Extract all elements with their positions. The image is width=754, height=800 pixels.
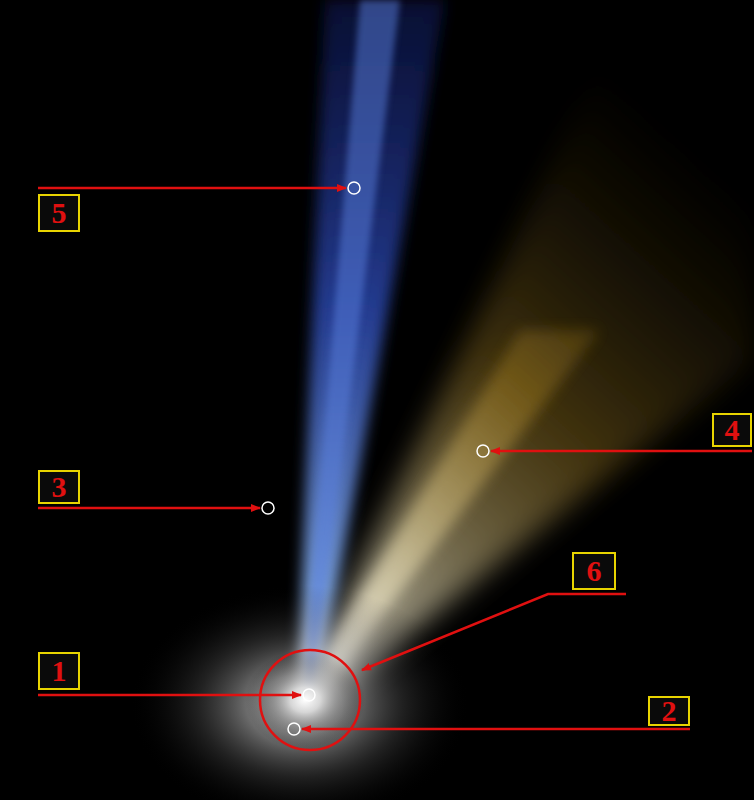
leader-line [362,594,626,670]
callout-number: 5 [52,198,67,228]
callout-box: 6 [572,552,616,590]
callout-box: 5 [38,194,80,232]
callout-number: 2 [662,696,677,726]
point-marker [477,445,489,457]
leader-line [38,187,346,190]
leader-line [302,728,690,731]
callout-box: 1 [38,652,80,690]
region-circle [260,650,360,750]
point-marker [262,502,274,514]
leader-line [491,450,752,453]
callout-number: 6 [587,556,602,586]
leader-line [38,507,260,510]
point-marker [348,182,360,194]
callout-number: 1 [52,656,67,686]
callout-number: 3 [52,472,67,502]
point-marker [303,689,315,701]
point-marker [288,723,300,735]
callout-box: 4 [712,413,752,447]
callout-box: 2 [648,696,690,726]
callout-number: 4 [725,415,740,445]
callout-box: 3 [38,470,80,504]
